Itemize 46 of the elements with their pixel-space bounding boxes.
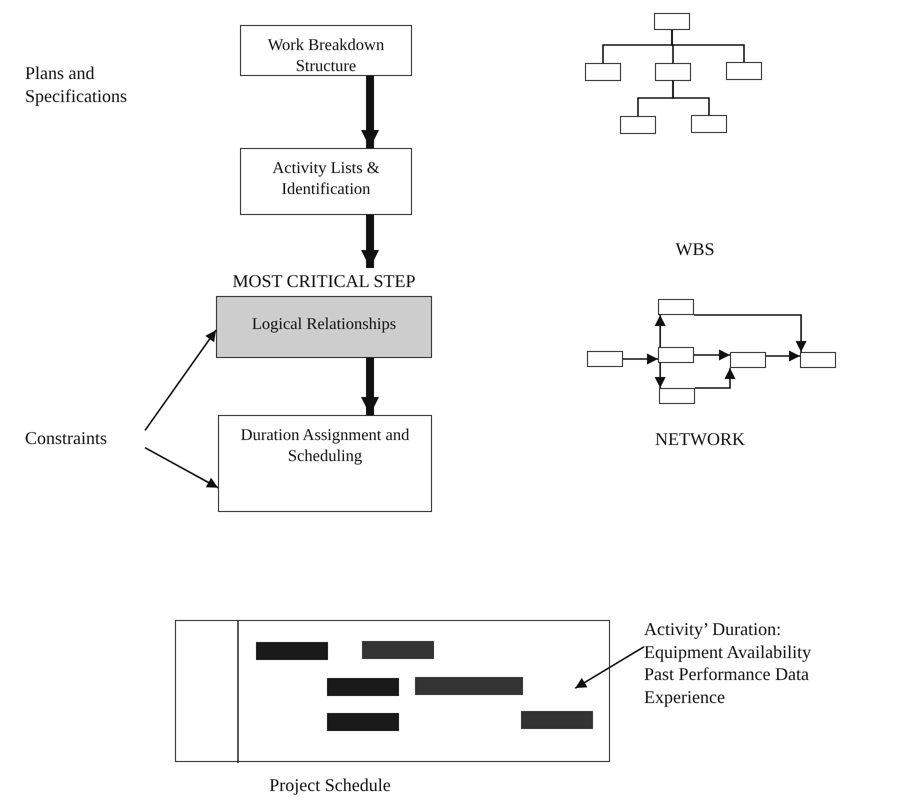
small-box bbox=[654, 13, 690, 30]
flow-arrow bbox=[361, 76, 380, 148]
small-box bbox=[585, 63, 621, 81]
small-box bbox=[659, 388, 695, 404]
arrow bbox=[144, 330, 217, 431]
arrow bbox=[654, 363, 666, 388]
note-text: Constraints bbox=[25, 427, 108, 450]
note-text: Experience bbox=[644, 686, 726, 708]
arrow bbox=[574, 646, 644, 689]
arrow bbox=[623, 354, 658, 364]
small-box bbox=[587, 351, 623, 367]
box-text: Work Breakdown Structure bbox=[266, 34, 386, 77]
connector-line bbox=[672, 81, 710, 115]
arrow bbox=[694, 314, 807, 352]
small-box bbox=[730, 352, 766, 368]
arrow bbox=[695, 368, 736, 389]
small-box bbox=[655, 63, 691, 81]
highlighted-process-box bbox=[216, 296, 432, 358]
small-box bbox=[691, 115, 727, 133]
small-box bbox=[800, 352, 836, 368]
label: WBS bbox=[674, 238, 716, 260]
arrow bbox=[694, 350, 730, 360]
arrow bbox=[766, 350, 800, 362]
node-label: Project Schedule bbox=[268, 774, 392, 796]
small-box bbox=[658, 299, 694, 315]
arrow bbox=[144, 447, 218, 488]
flow-arrow bbox=[361, 358, 379, 415]
small-box bbox=[658, 347, 694, 363]
box-text: Activity Lists & Identification bbox=[271, 157, 381, 200]
arrow bbox=[654, 315, 666, 347]
node-label: MOST CRITICAL STEP bbox=[231, 270, 417, 292]
note-text: Past Performance Data bbox=[644, 663, 810, 686]
label: Plans and Specifications bbox=[25, 62, 128, 107]
box-text: Logical Relationships bbox=[252, 314, 396, 334]
gantt-chart bbox=[175, 620, 610, 762]
small-box bbox=[620, 116, 656, 134]
connector-line bbox=[671, 30, 745, 62]
process-box bbox=[240, 25, 412, 76]
process-box bbox=[218, 415, 432, 512]
flow-arrow bbox=[361, 215, 380, 268]
small-box bbox=[726, 62, 762, 80]
label: NETWORK bbox=[654, 428, 746, 450]
note-text: Activity’ Duration: bbox=[644, 618, 782, 640]
box-text: Duration Assignment and Scheduling bbox=[240, 424, 410, 467]
note-text: Equipment Availability bbox=[644, 640, 812, 663]
process-box bbox=[240, 148, 412, 215]
